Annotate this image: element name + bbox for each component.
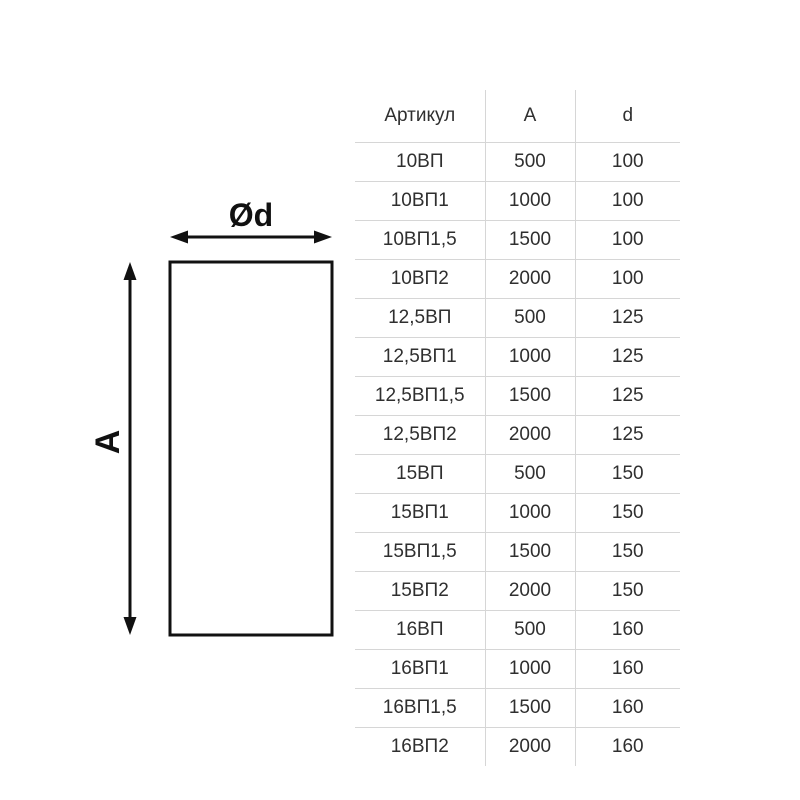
table-cell: 10ВП1 (355, 181, 485, 221)
table-cell: 100 (574, 142, 680, 182)
table-cell: 2000 (484, 259, 575, 299)
table-cell: 500 (484, 142, 575, 182)
table-cell: 10ВП2 (355, 259, 485, 299)
table-cell: 1000 (484, 649, 575, 689)
table-cell: 150 (574, 493, 680, 533)
table-cell: 500 (484, 298, 575, 338)
table-cell: 16ВП2 (390, 736, 449, 757)
table-cell: 12,5ВП2 (355, 415, 485, 455)
length-dim-arrow (123, 262, 137, 635)
table-cell: 1000 (484, 493, 575, 533)
table-cell: 1500 (484, 376, 575, 416)
table-cell: 150 (574, 454, 680, 494)
table-cell: 2000 (484, 571, 575, 611)
table-cell: 125 (574, 376, 680, 416)
diameter-dim-label: Ød (229, 197, 273, 233)
table-cell: 1000 (484, 181, 575, 221)
duct-rectangle (168, 260, 334, 637)
table-cell: 125 (574, 337, 680, 377)
dimension-diagram: Ød A (80, 190, 350, 660)
table-cell: 160 (574, 688, 680, 728)
table-cell: 500 (484, 454, 575, 494)
table-cell: 1500 (484, 532, 575, 572)
diameter-dim-arrow (170, 230, 332, 244)
table-cell: 160 (574, 727, 680, 766)
table-cell: 160 (574, 649, 680, 689)
table-cell: 100 (574, 259, 680, 299)
table-cell: 15ВП1,5 (355, 532, 485, 572)
table-cell: 150 (574, 571, 680, 611)
table-cell: 1500 (484, 688, 575, 728)
col-header-d: d (574, 90, 680, 143)
dimension-diagram-svg: Ød A (89, 197, 334, 637)
table-cell: 12,5ВП1,5 (355, 376, 485, 416)
table-cell: 2000 (484, 415, 575, 455)
table-cell: 1500 (484, 220, 575, 260)
table-cell: 10ВП1,5 (355, 220, 485, 260)
table-cell: 16ВП1,5 (355, 688, 485, 728)
table-cell: 1000 (484, 337, 575, 377)
table-cell: 100 (574, 181, 680, 221)
col-header-article: Артикул (355, 90, 485, 143)
table-cell: 16ВП (355, 610, 485, 650)
table-cell: 2000 (484, 727, 575, 766)
table-cell: 100 (574, 220, 680, 260)
table-cell: 150 (574, 532, 680, 572)
col-header-a: A (484, 90, 575, 143)
table-cell: 15ВП2 (355, 571, 485, 611)
table-cell: 500 (484, 610, 575, 650)
table-cell: 12,5ВП1 (355, 337, 485, 377)
table-cell: 15ВП1 (355, 493, 485, 533)
table-cell: 10ВП (355, 142, 485, 182)
table-cell: 125 (574, 298, 680, 338)
table-cell: 16ВП1 (355, 649, 485, 689)
table-cell: 15ВП (355, 454, 485, 494)
table-header-row: Артикул A d (355, 90, 680, 143)
table-cell: 160 (574, 610, 680, 650)
table-cell: 125 (574, 415, 680, 455)
length-dim-label: A (89, 430, 127, 455)
table-cell: 12,5ВП (355, 298, 485, 338)
